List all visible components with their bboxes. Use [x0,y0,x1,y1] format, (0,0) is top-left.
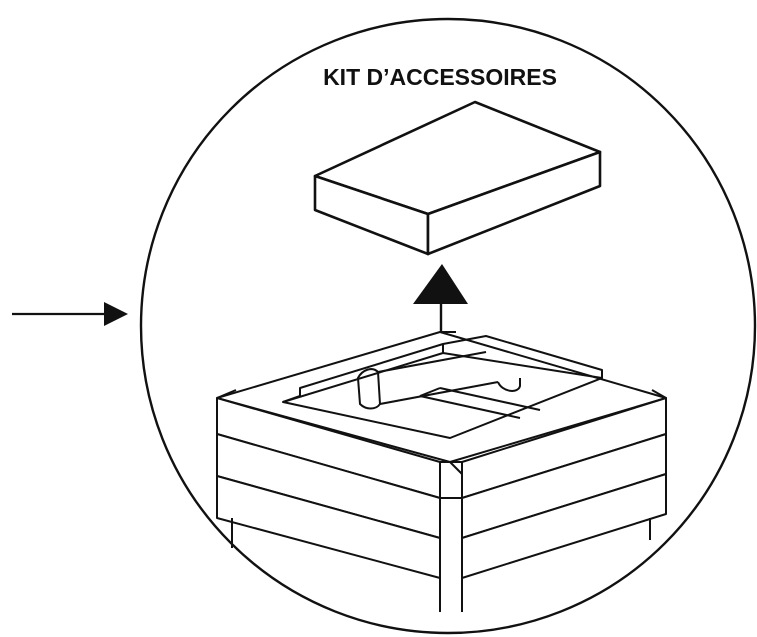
pointer-arrow-icon [12,302,128,326]
accessory-kit-label: KIT D’ACCESSOIRES [323,64,557,90]
accessory-box-icon [313,100,602,256]
packaging-tray-icon [216,331,667,612]
detail-circle [139,17,757,635]
